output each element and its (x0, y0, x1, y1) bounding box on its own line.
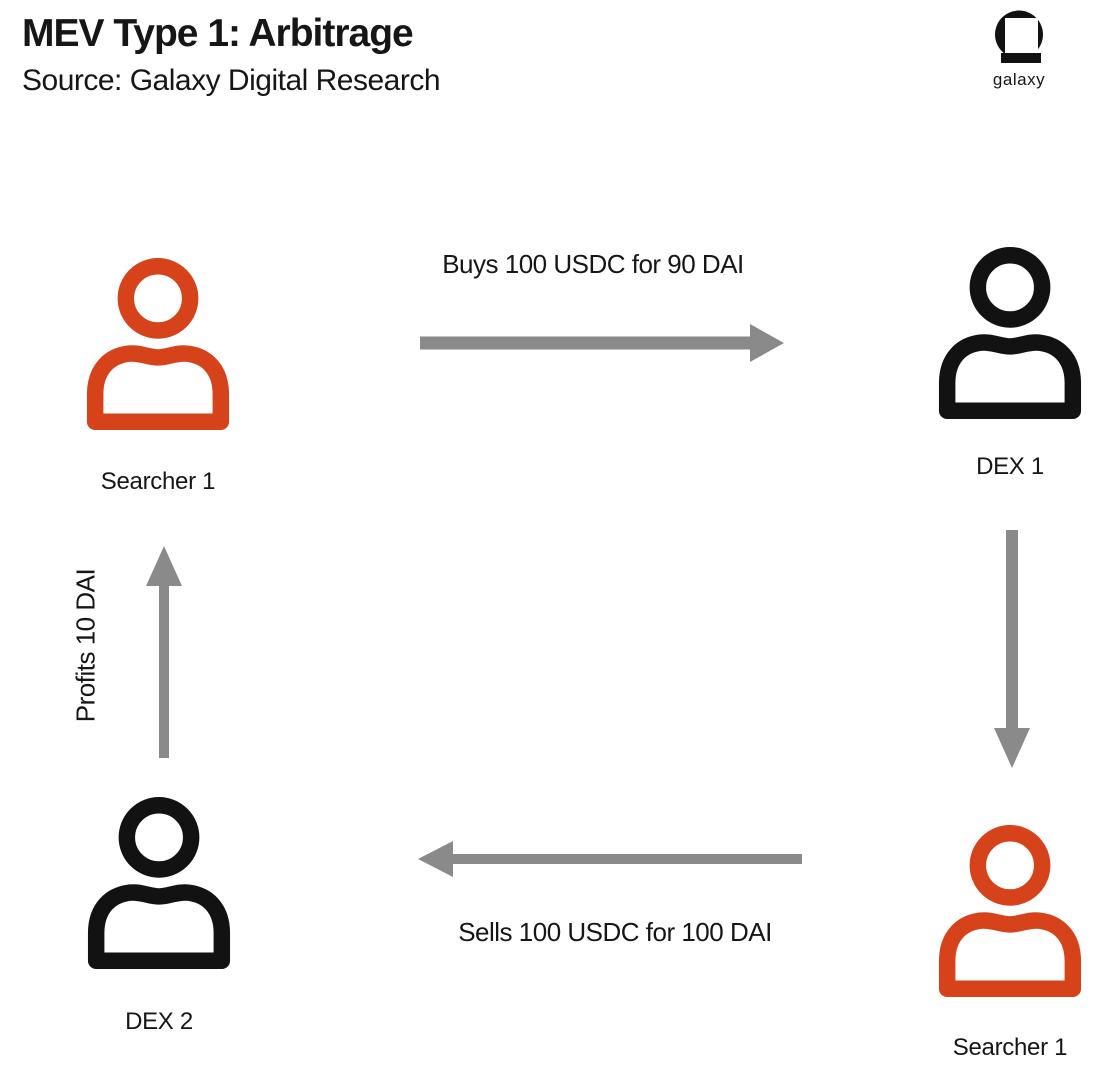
edge-label-sell: Sells 100 USDC for 100 DAI (458, 917, 772, 947)
node-searcher1-bottom (935, 822, 1085, 997)
person-icon (87, 796, 231, 969)
galaxy-wordmark: galaxy (992, 70, 1046, 89)
arrow-left-icon (418, 840, 802, 878)
person-icon (938, 824, 1082, 997)
node-dex1 (935, 244, 1085, 419)
source-subtitle: Source: Galaxy Digital Research (22, 64, 441, 97)
edge-label-buy: Buys 100 USDC for 90 DAI (442, 249, 744, 279)
edge-label-profit: Profits 10 DAI (70, 568, 101, 723)
person-icon (86, 257, 230, 430)
arrow-right-icon (420, 323, 784, 363)
arrow-up-icon (145, 546, 183, 758)
node-label-searcher1-top: Searcher 1 (100, 468, 216, 495)
node-dex2 (84, 794, 234, 969)
node-label-dex1: DEX 1 (976, 453, 1044, 480)
person-icon (938, 246, 1082, 419)
galaxy-logo-icon (991, 10, 1047, 90)
node-searcher1-top (83, 255, 233, 430)
arrow-down-icon (993, 530, 1031, 768)
page-title: MEV Type 1: Arbitrage (22, 12, 414, 55)
node-label-dex2: DEX 2 (125, 1008, 193, 1035)
node-label-searcher1-bottom: Searcher 1 (952, 1034, 1068, 1061)
